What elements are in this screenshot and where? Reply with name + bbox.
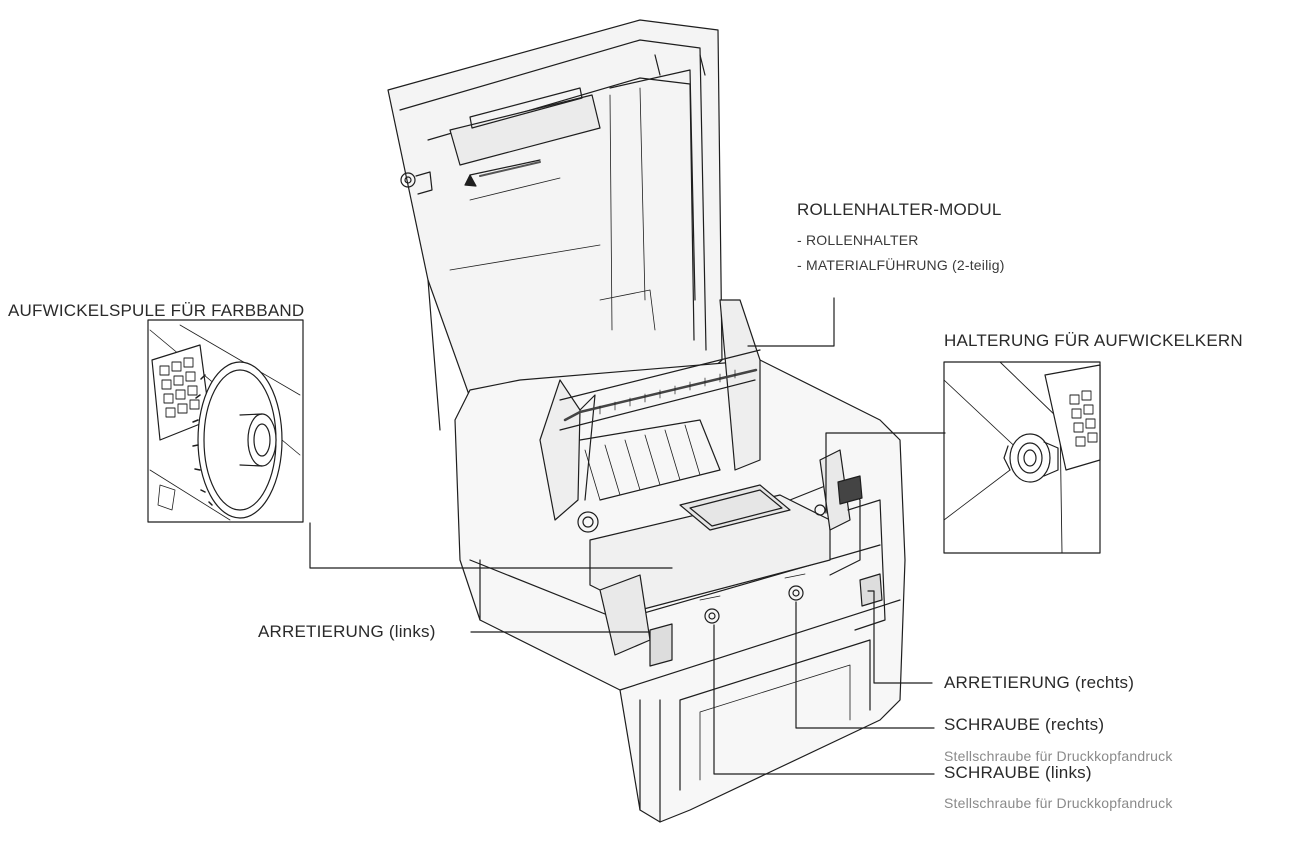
label-halterung: HALTERUNG FÜR AUFWICKELKERN xyxy=(944,331,1243,350)
label-rollenhalter-modul: ROLLENHALTER-MODUL xyxy=(797,200,1002,219)
printer-lid xyxy=(387,19,723,431)
inset-rewind-core-holder xyxy=(943,361,1101,554)
print-mechanism xyxy=(577,449,886,667)
label-rollenhalter: - ROLLENHALTER xyxy=(797,232,919,248)
label-schraube-rechts: SCHRAUBE (rechts) xyxy=(944,715,1105,734)
label-aufwickelspule: AUFWICKELSPULE FÜR FARBBAND xyxy=(8,301,305,320)
roll-holder-module xyxy=(539,299,761,521)
leader-lines xyxy=(309,297,946,775)
label-schraube-links: SCHRAUBE (links) xyxy=(944,763,1092,782)
note-schraube-links: Stellschraube für Druckkopfandruck xyxy=(944,795,1173,811)
inset-ribbon-rewind-spindle xyxy=(147,319,304,523)
label-materialfuehrung: - MATERIALFÜHRUNG (2-teilig) xyxy=(797,257,1005,273)
label-arretierung-rechts: ARRETIERUNG (rechts) xyxy=(944,673,1135,692)
label-arretierung-links: ARRETIERUNG (links) xyxy=(258,622,436,641)
note-schraube-rechts: Stellschraube für Druckkopfandruck xyxy=(944,748,1173,764)
